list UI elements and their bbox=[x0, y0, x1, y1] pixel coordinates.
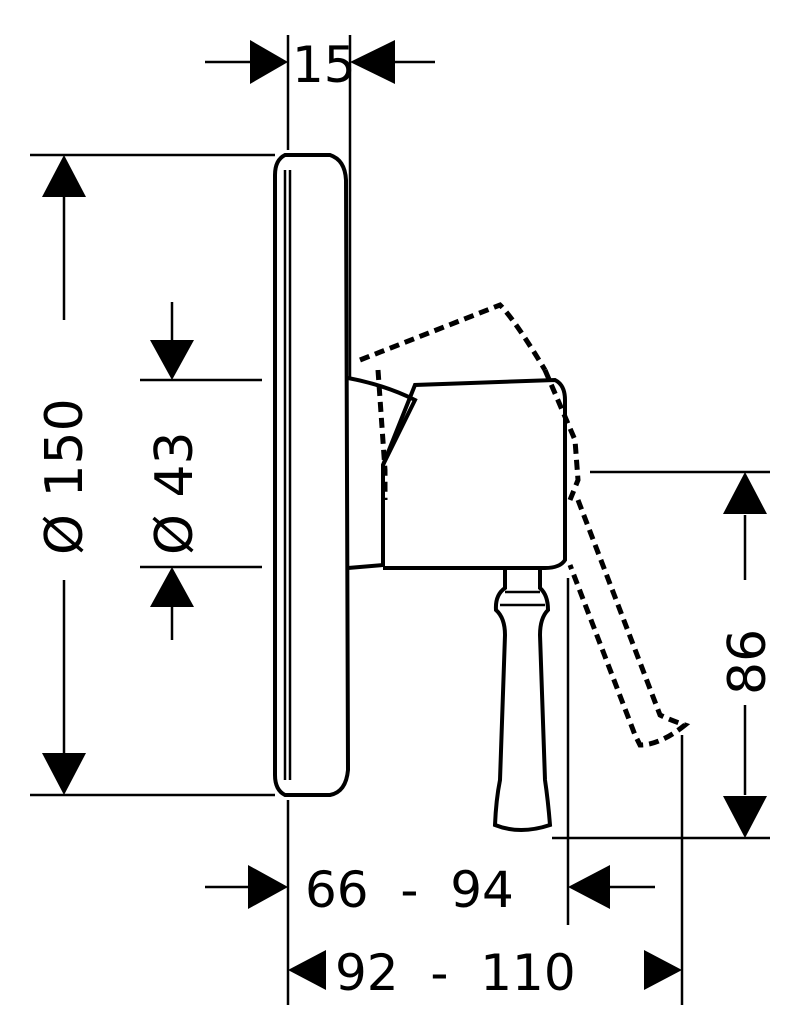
lever-handle bbox=[492, 568, 553, 832]
dim-92-110 bbox=[288, 735, 684, 1005]
lever-alt-position bbox=[359, 302, 691, 748]
dim-86 bbox=[552, 470, 770, 840]
dim-150-label: Ø 150 bbox=[35, 398, 95, 555]
dim-66-94 bbox=[205, 578, 655, 1005]
dim-66-94-label: 66 - 94 bbox=[305, 861, 514, 919]
dim-15 bbox=[205, 35, 435, 380]
dim-43 bbox=[140, 302, 262, 640]
dim-86-label: 86 bbox=[718, 629, 778, 695]
wall-plate bbox=[273, 153, 351, 797]
mixer-body bbox=[347, 376, 567, 570]
dim-15-label: 15 bbox=[292, 36, 356, 94]
dim-92-110-label: 92 - 110 bbox=[335, 944, 576, 1002]
dim-150 bbox=[30, 153, 275, 797]
dim-43-label: Ø 43 bbox=[145, 431, 205, 555]
